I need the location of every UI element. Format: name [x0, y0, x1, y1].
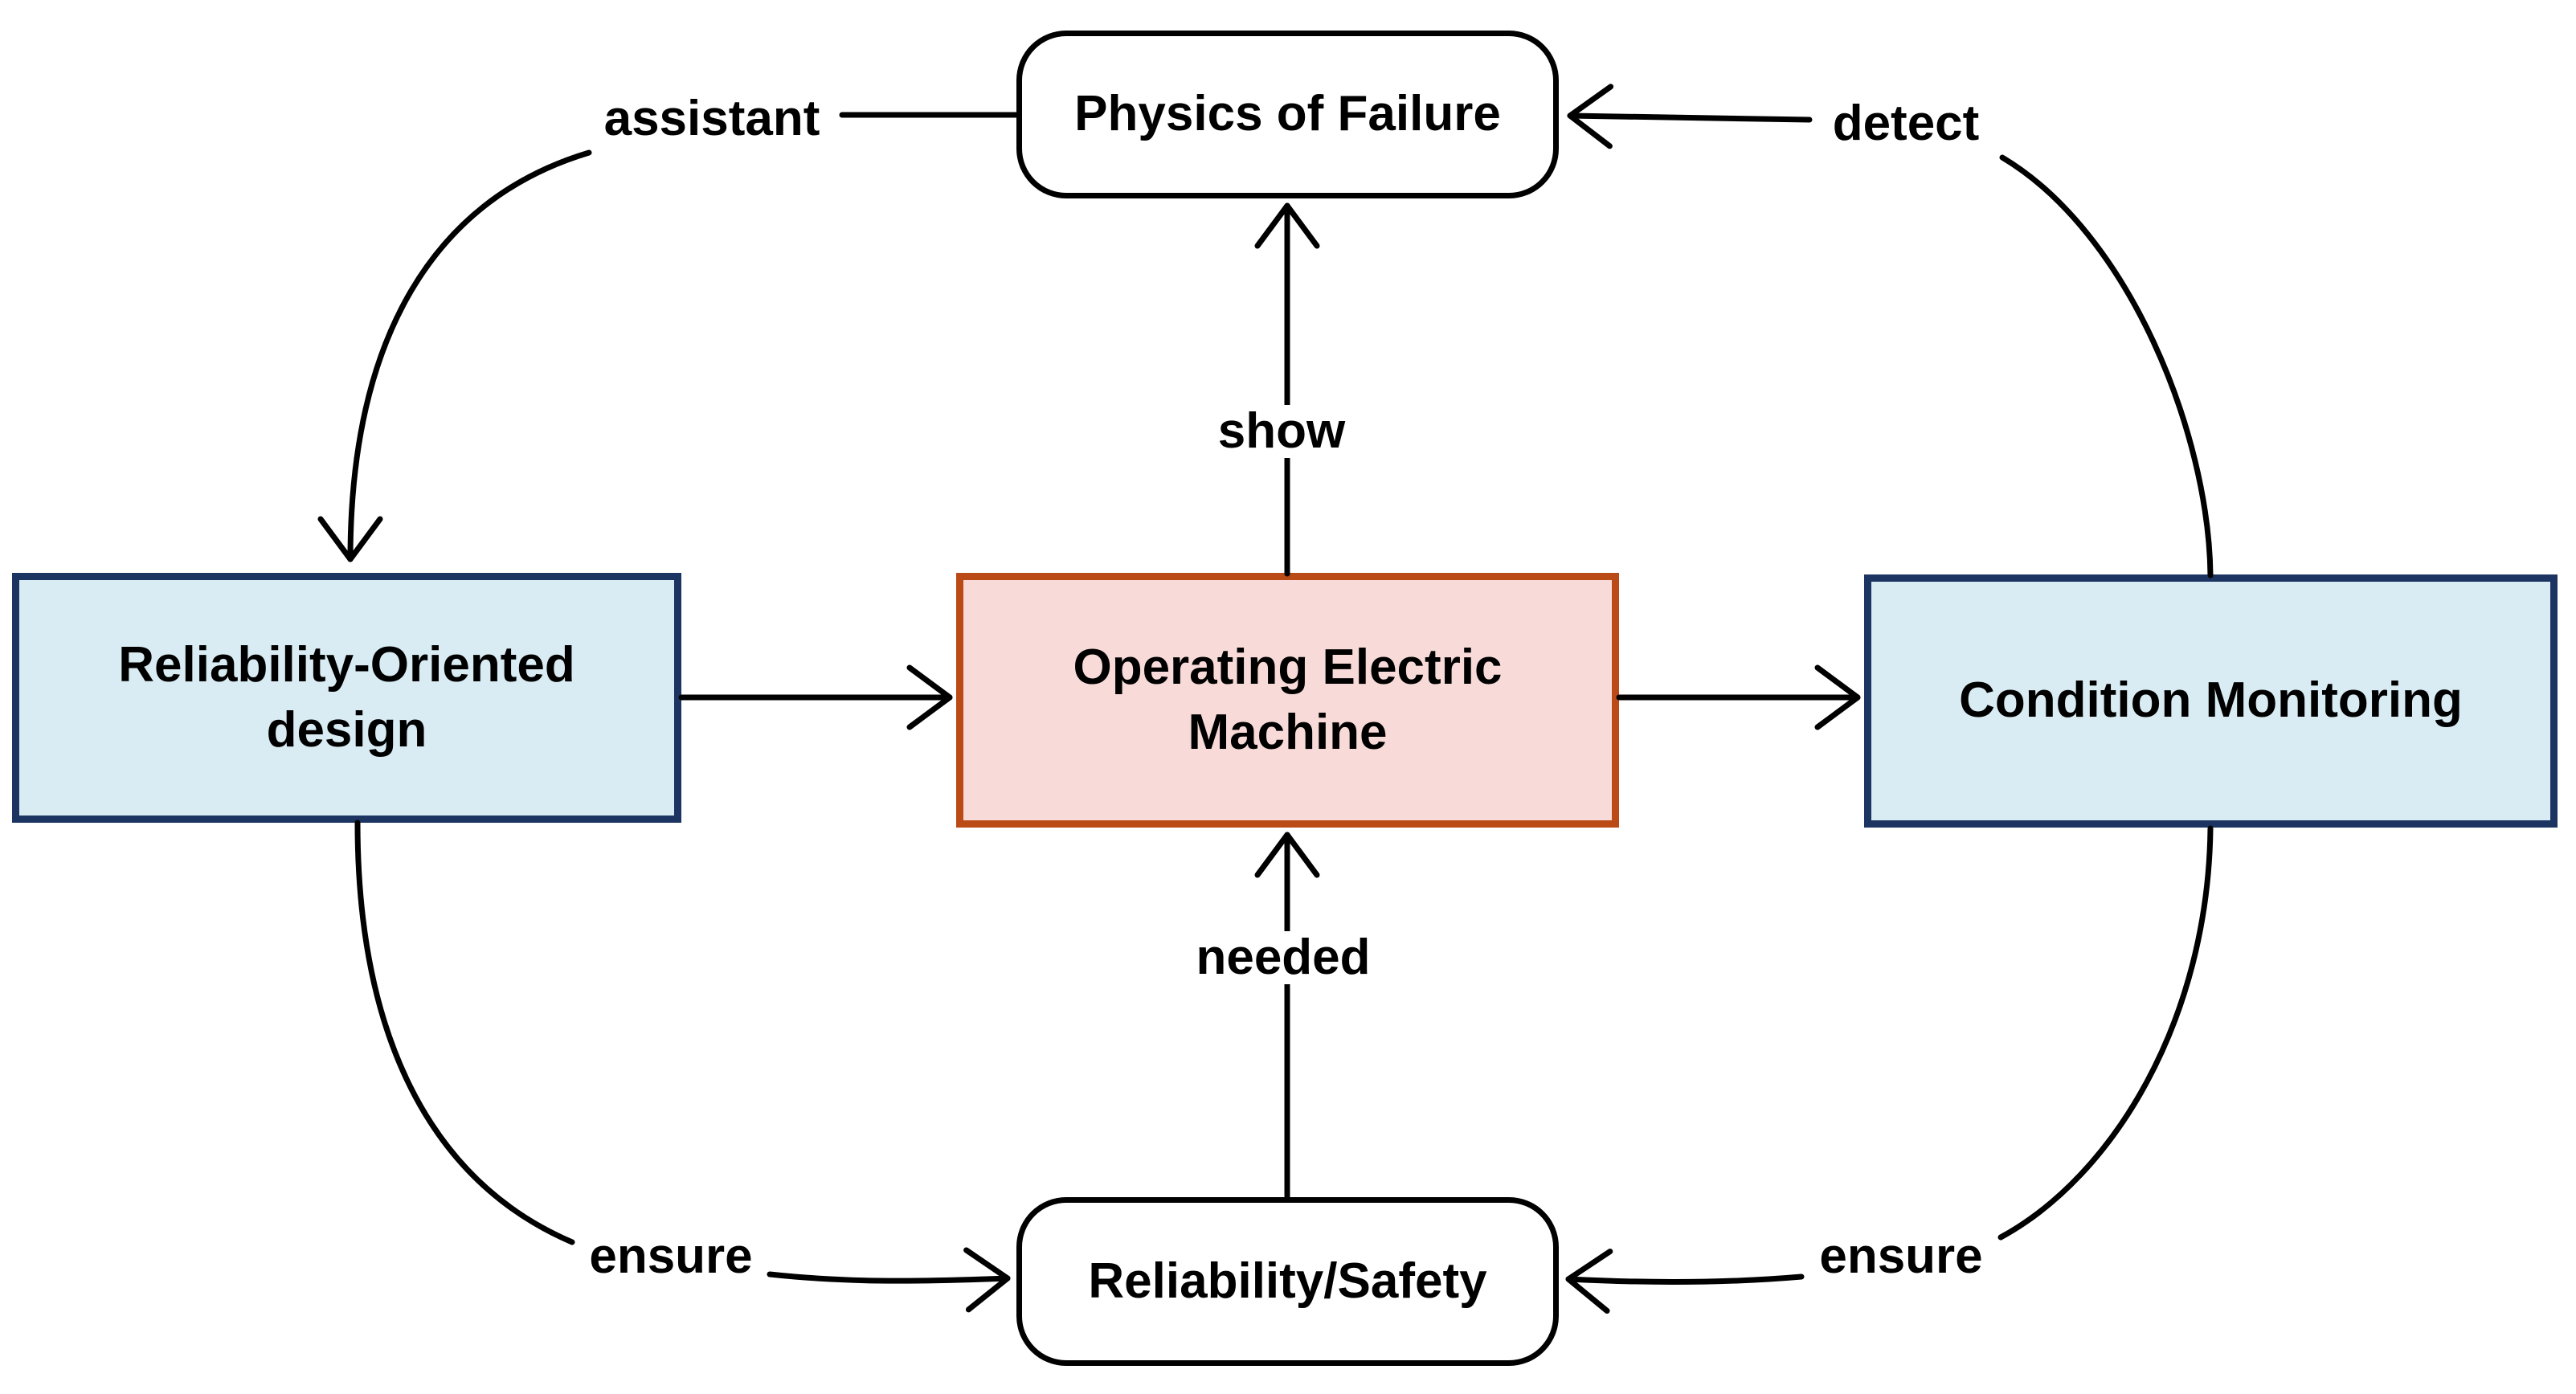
edge-ensure-left-line	[767, 1247, 1011, 1313]
node-reliability-safety-label: Reliability/Safety	[1088, 1253, 1487, 1309]
edge-label-needed: needed	[1186, 931, 1380, 984]
node-condition-monitoring-label: Condition Monitoring	[1959, 672, 2463, 729]
edge-detect-line	[1567, 84, 1813, 149]
node-condition-monitoring: Condition Monitoring	[1864, 574, 2558, 828]
node-reliability-safety: Reliability/Safety	[1016, 1197, 1559, 1366]
node-operating-electric-machine-label: Operating Electric Machine	[1073, 639, 1503, 760]
node-reliability-oriented-design: Reliability-Oriented design	[12, 573, 681, 823]
edge-detect-curve	[1999, 154, 2214, 578]
edge-label-show: show	[1208, 405, 1355, 458]
edge-ensure-right-curve	[1997, 825, 2214, 1241]
node-physics-of-failure: Physics of Failure	[1016, 31, 1559, 198]
edge-ensure-left-curve	[354, 820, 575, 1245]
node-reliability-oriented-design-label: Reliability-Oriented design	[118, 636, 575, 758]
edge-label-assistant: assistant	[594, 92, 830, 145]
node-physics-of-failure-label: Physics of Failure	[1074, 86, 1501, 142]
edge-label-detect: detect	[1822, 97, 1989, 150]
edge-assistant-curve	[317, 149, 592, 562]
node-operating-electric-machine: Operating Electric Machine	[956, 573, 1619, 828]
edge-ensure-right-line	[1565, 1249, 1805, 1314]
edge-label-ensure-right: ensure	[1809, 1230, 1993, 1283]
edge-label-ensure-left: ensure	[579, 1230, 763, 1283]
